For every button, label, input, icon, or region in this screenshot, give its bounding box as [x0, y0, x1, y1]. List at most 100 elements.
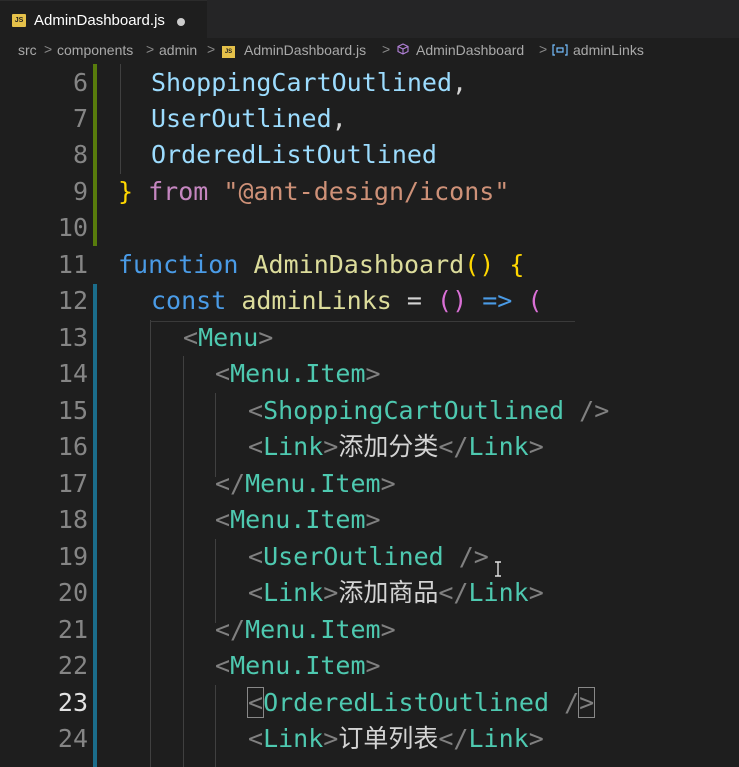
- token-operator: =: [406, 286, 422, 315]
- token-tag-bracket: <: [215, 359, 231, 388]
- chevron-right-icon: >: [539, 41, 548, 57]
- indent-guide: [183, 356, 184, 767]
- chevron-right-icon: >: [207, 41, 216, 57]
- token-identifier: ShoppingCartOutlined: [151, 68, 453, 97]
- line-number: 8: [72, 140, 88, 169]
- token-tag-name: UserOutlined: [263, 542, 444, 571]
- token-tag-bracket: </: [438, 578, 469, 607]
- line-number: 12: [57, 286, 88, 315]
- token-keyword: const: [151, 286, 227, 315]
- tab-admindashboard[interactable]: JS AdminDashboard.js: [0, 0, 207, 38]
- line-number-active: 23: [57, 688, 88, 717]
- code-line-21[interactable]: </Menu.Item>: [215, 612, 396, 648]
- token-tag-bracket: >: [323, 724, 339, 753]
- token-tag-bracket: >: [258, 323, 274, 352]
- token-tag-name: Menu.Item: [230, 505, 366, 534]
- token-identifier: UserOutlined: [151, 104, 332, 133]
- token-keyword: from: [148, 177, 209, 206]
- line-number: 13: [57, 323, 88, 352]
- sticky-scroll-divider: [150, 321, 575, 322]
- token-tag-name: Menu.Item: [230, 651, 366, 680]
- javascript-file-icon: JS: [12, 14, 26, 27]
- line-number: 18: [57, 505, 88, 534]
- token-tag-name: Link: [263, 578, 324, 607]
- line-number: 10: [57, 213, 88, 242]
- line-number: 11: [57, 250, 88, 279]
- indent-guide: [215, 539, 216, 623]
- line-number: 16: [57, 432, 88, 461]
- chevron-right-icon: >: [382, 41, 391, 57]
- token-tag-name: Link: [468, 432, 529, 461]
- code-line-12[interactable]: const adminLinks = () => (: [151, 283, 542, 319]
- token-tag-bracket: >: [365, 651, 381, 680]
- breadcrumb-components[interactable]: components: [57, 42, 134, 58]
- token-tag-bracket: >: [365, 359, 381, 388]
- token-variable: adminLinks: [241, 286, 392, 315]
- breadcrumb-symbol[interactable]: adminLinks: [573, 42, 644, 58]
- tab-bar: JS AdminDashboard.js: [0, 0, 739, 38]
- token-tag-close: />: [458, 542, 489, 571]
- token-tag-name: Menu: [198, 323, 259, 352]
- code-line-22[interactable]: <Menu.Item>: [215, 648, 381, 684]
- token-tag-bracket: >: [578, 687, 596, 718]
- token-tag-bracket: </: [215, 615, 246, 644]
- line-number: 7: [72, 104, 88, 133]
- line-number: 21: [57, 615, 88, 644]
- code-line-9[interactable]: } from "@ant-design/icons": [118, 174, 509, 210]
- code-line-8[interactable]: OrderedListOutlined: [151, 137, 437, 173]
- code-line-24[interactable]: <Link>订单列表</Link>: [248, 721, 544, 757]
- token-tag-name: Menu.Item: [230, 359, 366, 388]
- token-tag-bracket: >: [323, 432, 339, 461]
- code-line-13[interactable]: <Menu>: [183, 320, 273, 356]
- token-tag-bracket: </: [438, 432, 469, 461]
- code-line-23[interactable]: <OrderedListOutlined />: [246, 685, 596, 721]
- code-line-15[interactable]: <ShoppingCartOutlined />: [248, 393, 609, 429]
- token-tag-close: />: [579, 396, 610, 425]
- token-tag-bracket: <: [248, 724, 264, 753]
- token-tag-name: Menu.Item: [245, 469, 381, 498]
- code-line-11[interactable]: function AdminDashboard() {: [118, 247, 524, 283]
- code-line-7[interactable]: UserOutlined,: [151, 101, 347, 137]
- indent-guide: [150, 320, 151, 767]
- breadcrumb-admin[interactable]: admin: [159, 42, 198, 58]
- git-modified-bar: [93, 64, 97, 246]
- code-editor[interactable]: 6 ShoppingCartOutlined, 7 UserOutlined, …: [0, 64, 739, 767]
- token-tag-bracket: <: [248, 396, 264, 425]
- token-jsx-text: 添加商品: [338, 578, 439, 607]
- token-string: "@ant-design/icons": [223, 177, 510, 206]
- token-arrow: =>: [482, 286, 513, 315]
- token-tag-name: Menu.Item: [245, 615, 381, 644]
- token-paren: (: [527, 286, 543, 315]
- token-tag-bracket: </: [215, 469, 246, 498]
- chevron-right-icon: >: [44, 41, 53, 57]
- javascript-file-icon: JS: [222, 46, 235, 58]
- code-line-16[interactable]: <Link>添加分类</Link>: [248, 429, 544, 465]
- code-line-20[interactable]: <Link>添加商品</Link>: [248, 575, 544, 611]
- chevron-right-icon: >: [146, 41, 155, 57]
- line-number: 24: [57, 724, 88, 753]
- code-line-17[interactable]: </Menu.Item>: [215, 466, 396, 502]
- breadcrumb: src > components > admin > JS AdminDashb…: [0, 38, 739, 64]
- unsaved-dot-icon[interactable]: [177, 18, 185, 26]
- variable-symbol-icon: [552, 44, 568, 56]
- code-line-6[interactable]: ShoppingCartOutlined,: [151, 65, 467, 101]
- token-parens: (): [464, 250, 495, 279]
- breadcrumb-component[interactable]: AdminDashboard: [416, 42, 525, 58]
- token-tag-bracket: </: [438, 724, 469, 753]
- token-tag-bracket: >: [365, 505, 381, 534]
- code-line-19[interactable]: <UserOutlined />: [248, 539, 489, 575]
- code-line-14[interactable]: <Menu.Item>: [215, 356, 381, 392]
- code-line-18[interactable]: <Menu.Item>: [215, 502, 381, 538]
- token-tag-name: Link: [263, 432, 324, 461]
- indent-guide: [215, 685, 216, 767]
- token-tag-bracket: <: [215, 651, 231, 680]
- breadcrumb-file[interactable]: AdminDashboard.js: [244, 42, 367, 58]
- token-tag-bracket: >: [528, 724, 544, 753]
- token-tag-bracket: <: [248, 578, 264, 607]
- token-punct: ,: [331, 104, 347, 133]
- token-tag-bracket: >: [528, 432, 544, 461]
- token-tag-bracket: <: [215, 505, 231, 534]
- token-tag-bracket: >: [528, 578, 544, 607]
- token-tag-bracket: >: [380, 469, 396, 498]
- breadcrumb-src[interactable]: src: [18, 42, 37, 58]
